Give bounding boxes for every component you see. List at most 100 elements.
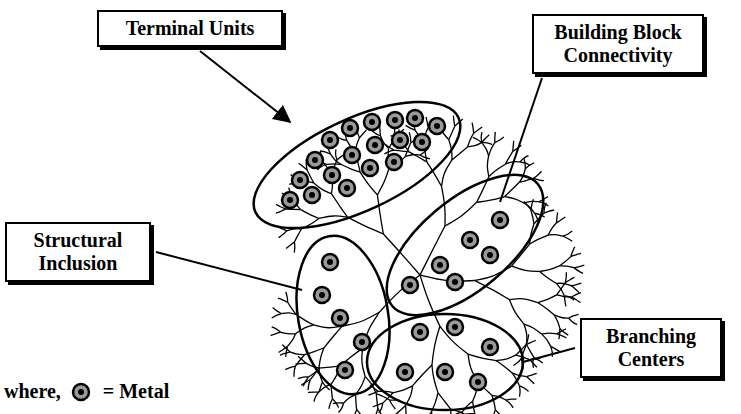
branch-stroke	[344, 395, 356, 403]
metal-symbol	[314, 287, 330, 303]
branch-stroke	[319, 382, 322, 392]
branch-stroke	[359, 130, 366, 138]
branch-stroke	[538, 295, 557, 303]
branch-stroke	[445, 202, 477, 226]
branch-stroke	[557, 334, 567, 338]
branch-stroke	[465, 413, 476, 414]
dendrimer-branches	[271, 116, 585, 414]
metal-symbol	[437, 364, 453, 380]
branch-stroke	[405, 405, 407, 414]
callout-box: Terminal Units	[97, 10, 283, 47]
metal-swatch	[69, 381, 99, 403]
branch-stroke	[548, 223, 556, 235]
metal-symbol	[407, 110, 423, 126]
metal-symbol	[387, 112, 403, 128]
metal-symbol	[367, 137, 383, 153]
metal-symbol	[402, 277, 418, 293]
branch-stroke	[281, 332, 296, 334]
metal-symbol	[307, 152, 323, 168]
branch-stroke	[559, 257, 570, 266]
callout-label: Building Block Connectivity	[542, 21, 694, 67]
branch-stroke	[556, 217, 565, 223]
branch-stroke	[280, 352, 290, 355]
branch-stroke	[395, 405, 406, 414]
branch-stroke	[333, 402, 344, 404]
branch-stroke	[487, 156, 489, 177]
metal-symbol	[332, 310, 348, 326]
metal-symbol	[470, 374, 486, 390]
branch-stroke	[271, 332, 281, 335]
branch-stroke	[290, 352, 305, 355]
branch-stroke	[348, 217, 384, 234]
metal-symbol	[304, 187, 320, 203]
branch-stroke	[496, 355, 516, 360]
branch-stroke	[557, 329, 566, 334]
branch-stroke	[378, 408, 383, 414]
branch-stroke	[339, 403, 344, 412]
branch-stroke	[286, 242, 294, 249]
branch-stroke	[301, 380, 310, 386]
branch-stroke	[565, 272, 566, 283]
branch-stroke	[534, 171, 542, 178]
branch-stroke	[409, 152, 427, 162]
branch-stroke	[383, 234, 420, 275]
metal-symbol	[429, 118, 445, 134]
branch-stroke	[473, 137, 482, 142]
branch-stroke	[278, 298, 288, 302]
branch-stroke	[453, 116, 454, 127]
branch-stroke	[468, 133, 474, 147]
branch-stroke	[481, 132, 483, 143]
metal-symbol	[482, 247, 498, 263]
branch-stroke	[512, 266, 540, 271]
branch-stroke	[569, 314, 579, 318]
branch-stroke	[571, 293, 581, 297]
branch-stroke	[571, 286, 579, 293]
branch-stroke	[413, 365, 432, 386]
branch-stroke	[390, 400, 396, 409]
metal-sites	[282, 110, 508, 390]
branch-stroke	[505, 197, 524, 203]
branch-stroke	[574, 268, 583, 274]
branch-stroke	[409, 132, 411, 143]
inclusion-ellipse	[285, 228, 401, 401]
callout-label: Terminal Units	[107, 17, 273, 40]
branch-stroke	[557, 295, 572, 297]
branch-stroke	[276, 209, 286, 213]
metal-symbol	[492, 212, 508, 228]
metal-symbol	[339, 180, 355, 196]
branch-stroke	[548, 235, 563, 237]
branch-stroke	[288, 302, 296, 314]
metal-symbol	[292, 172, 308, 188]
metal-symbol	[322, 254, 338, 270]
branch-stroke	[333, 399, 339, 408]
branch-stroke	[357, 409, 363, 414]
branch-stroke	[493, 410, 495, 414]
branch-stroke	[279, 346, 288, 352]
metal-symbol	[362, 160, 378, 176]
branch-stroke	[563, 231, 572, 236]
branch-stroke	[286, 292, 288, 302]
branching-ellipse	[367, 314, 523, 410]
branch-stroke	[376, 394, 378, 409]
branch-stroke	[394, 150, 409, 152]
metal-symbol	[397, 364, 413, 380]
branch-stroke	[512, 141, 514, 152]
branch-stroke	[319, 216, 347, 218]
branch-stroke	[557, 283, 566, 295]
branch-stroke	[506, 399, 517, 400]
branch-stroke	[519, 386, 528, 392]
metal-symbol	[392, 132, 408, 148]
branch-stroke	[495, 410, 502, 414]
branch-stroke	[420, 275, 440, 326]
branch-stroke	[449, 126, 455, 140]
branch-stroke	[472, 123, 474, 134]
branch-stroke	[324, 326, 342, 348]
terminal-ellipse	[236, 76, 478, 254]
leader-line	[200, 51, 290, 122]
metal-symbol	[414, 134, 430, 150]
branch-stroke	[531, 199, 534, 209]
branch-stroke	[569, 318, 577, 325]
branch-stroke	[362, 348, 365, 376]
branch-stroke	[524, 201, 531, 209]
branch-stroke	[540, 266, 560, 272]
